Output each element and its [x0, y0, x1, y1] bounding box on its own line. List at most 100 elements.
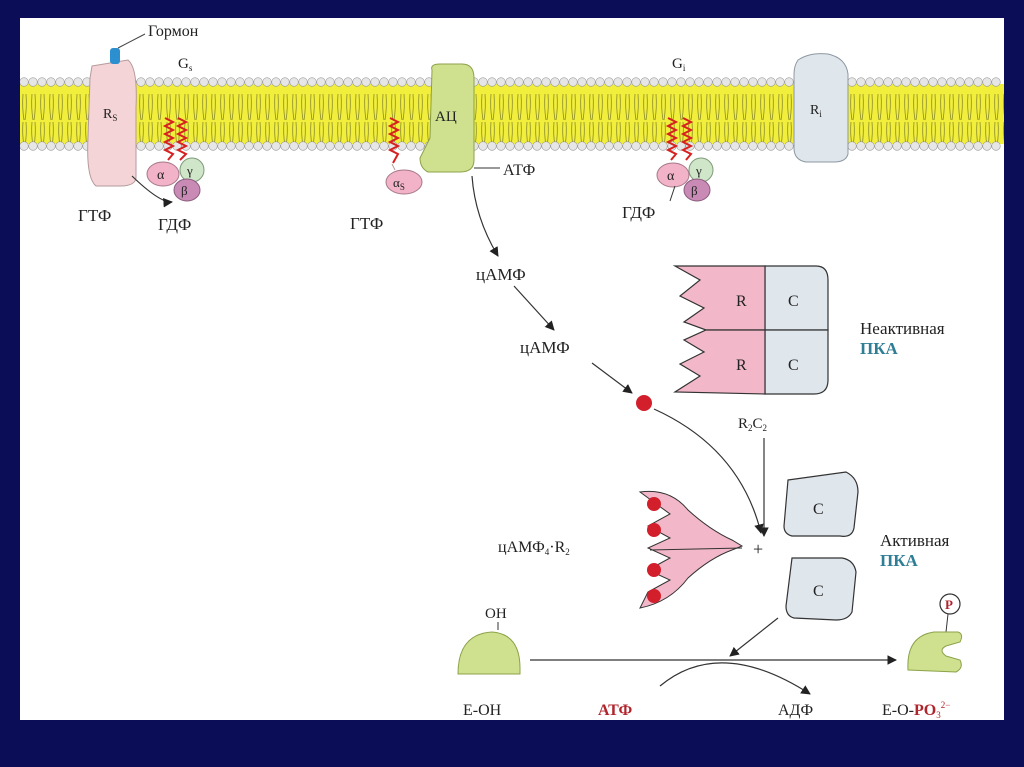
camp-dot [636, 395, 652, 411]
lipid-head [55, 77, 65, 87]
lipid-head [307, 77, 317, 87]
gi-label: Gi [672, 56, 686, 73]
lipid-head [379, 141, 389, 151]
atp-bottom-label: АТФ [598, 702, 632, 719]
lipid-head [703, 141, 713, 151]
lipid-head [991, 77, 1001, 87]
lipid-head [505, 141, 515, 151]
lipid-head [865, 77, 875, 87]
lipid-head [253, 77, 263, 87]
lipid-head [631, 141, 641, 151]
lipid-head [577, 141, 587, 151]
gs-label: Gs [178, 56, 193, 73]
lipid-anchor-right [665, 117, 694, 161]
lipid-head [955, 77, 965, 87]
lipid-head [145, 77, 155, 87]
c-label-active-bottom: C [813, 583, 824, 600]
lipid-head [298, 77, 308, 87]
lipid-head [739, 77, 749, 87]
lipid-head [856, 141, 866, 151]
lipid-head [280, 77, 290, 87]
lipid-head [325, 141, 335, 151]
lipid-head [982, 141, 992, 151]
product-e-o-po3 [907, 631, 963, 673]
c-label-top: C [788, 293, 799, 310]
ri-label: Ri [810, 103, 822, 119]
lipid-head [217, 141, 227, 151]
lipid-head [415, 77, 425, 87]
lipid-head [316, 141, 326, 151]
alpha-label-left: α [157, 168, 165, 183]
lipid-head [28, 77, 38, 87]
lipid-head [784, 141, 794, 151]
lipid-head [145, 141, 155, 151]
lipid-head [559, 77, 569, 87]
lipid-head [784, 77, 794, 87]
inactive-label: Неактивная [860, 319, 945, 338]
lipid-head [928, 77, 938, 87]
lipid-head [685, 77, 695, 87]
lipid-head [334, 77, 344, 87]
lipid-anchor-left [162, 117, 189, 161]
pka-label-inactive: ПКА [860, 339, 899, 358]
lipid-head [406, 141, 416, 151]
lipid-head [847, 141, 857, 151]
lipid-head [289, 141, 299, 151]
plus-sign: + [753, 539, 763, 559]
lipid-head [748, 77, 758, 87]
lipid-head [649, 77, 659, 87]
lipid-head [370, 141, 380, 151]
camp1-label: цАМФ [476, 265, 526, 284]
lipid-head [163, 77, 173, 87]
lipid-head [721, 77, 731, 87]
lipid-head [478, 77, 488, 87]
lipid-head [874, 77, 884, 87]
lipid-head [955, 141, 965, 151]
gtp-mid-label: ГТФ [350, 214, 383, 233]
lipid-head [406, 77, 416, 87]
p-label: P [945, 597, 953, 612]
lipid-head [262, 77, 272, 87]
receptor-ri: Ri [793, 53, 849, 163]
substrate-e-oh [457, 631, 521, 675]
lipid-head [379, 77, 389, 87]
lipid-head [568, 77, 578, 87]
lipid-head [964, 141, 974, 151]
lipid-head [766, 77, 776, 87]
gamma-label-right: γ [695, 163, 702, 178]
lipid-head [478, 141, 488, 151]
lipid-head [19, 77, 29, 87]
lipid-head [946, 141, 956, 151]
lipid-head [631, 77, 641, 87]
lipid-head [892, 141, 902, 151]
lipid-head [532, 77, 542, 87]
lipid-head [181, 77, 191, 87]
hormone-molecule [110, 48, 120, 64]
lipid-head [361, 77, 371, 87]
lipid-head [595, 77, 605, 87]
lipid-head [136, 141, 146, 151]
lipid-head [901, 141, 911, 151]
lipid-head [190, 141, 200, 151]
r-label-top: R [736, 293, 747, 310]
lipid-head [775, 141, 785, 151]
lipid-head [235, 141, 245, 151]
lipid-head [937, 77, 947, 87]
lipid-head [172, 77, 182, 87]
lipid-head [550, 141, 560, 151]
product-label: E-O-PO32− [882, 700, 950, 720]
lipid-head [694, 141, 704, 151]
lipid-head [19, 141, 29, 151]
lipid-head [343, 141, 353, 151]
alpha-s-label: αS [393, 175, 405, 192]
phosphate-circle [939, 593, 961, 615]
c-to-reaction-arrow [729, 617, 779, 657]
lipid-head [550, 77, 560, 87]
eoh-label: E-OH [463, 702, 502, 719]
lipid-head [640, 77, 650, 87]
lipid-head [613, 77, 623, 87]
lipid-head [514, 77, 524, 87]
lipid-head [748, 141, 758, 151]
lipid-head [199, 141, 209, 151]
hormone-label: Гормон [148, 23, 199, 40]
